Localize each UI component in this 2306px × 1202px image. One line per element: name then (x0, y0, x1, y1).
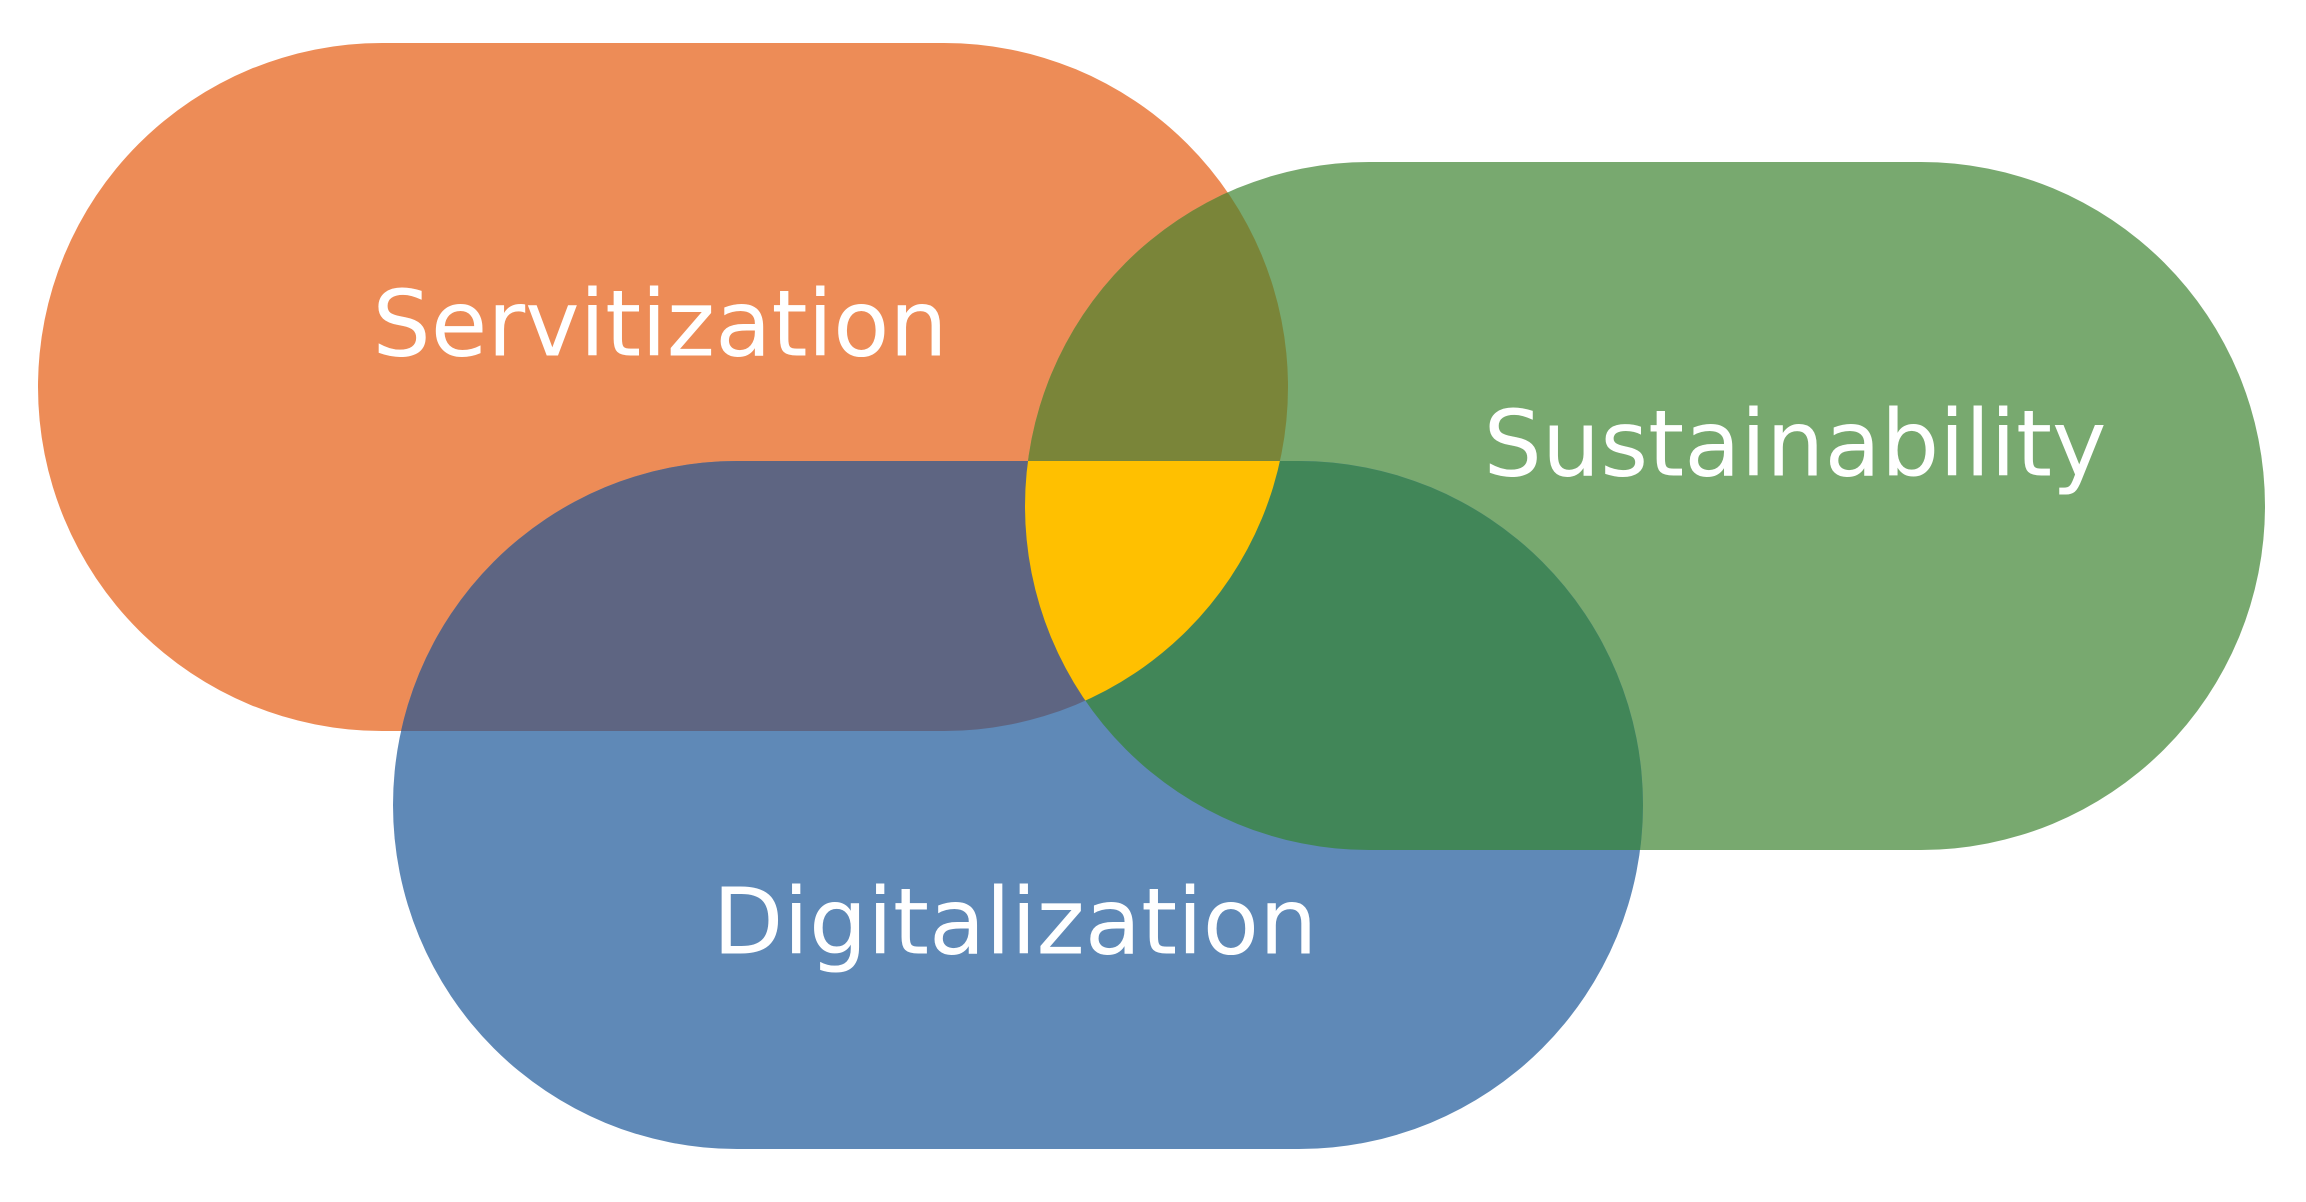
digitalization-label: Digitalization (713, 868, 1318, 975)
servitization-label: Servitization (372, 270, 947, 377)
sustainability-digitalization-overlap (1025, 461, 1643, 850)
servitization-digitalization-overlap (393, 461, 1288, 731)
sustainability-label: Sustainability (1484, 390, 2107, 497)
